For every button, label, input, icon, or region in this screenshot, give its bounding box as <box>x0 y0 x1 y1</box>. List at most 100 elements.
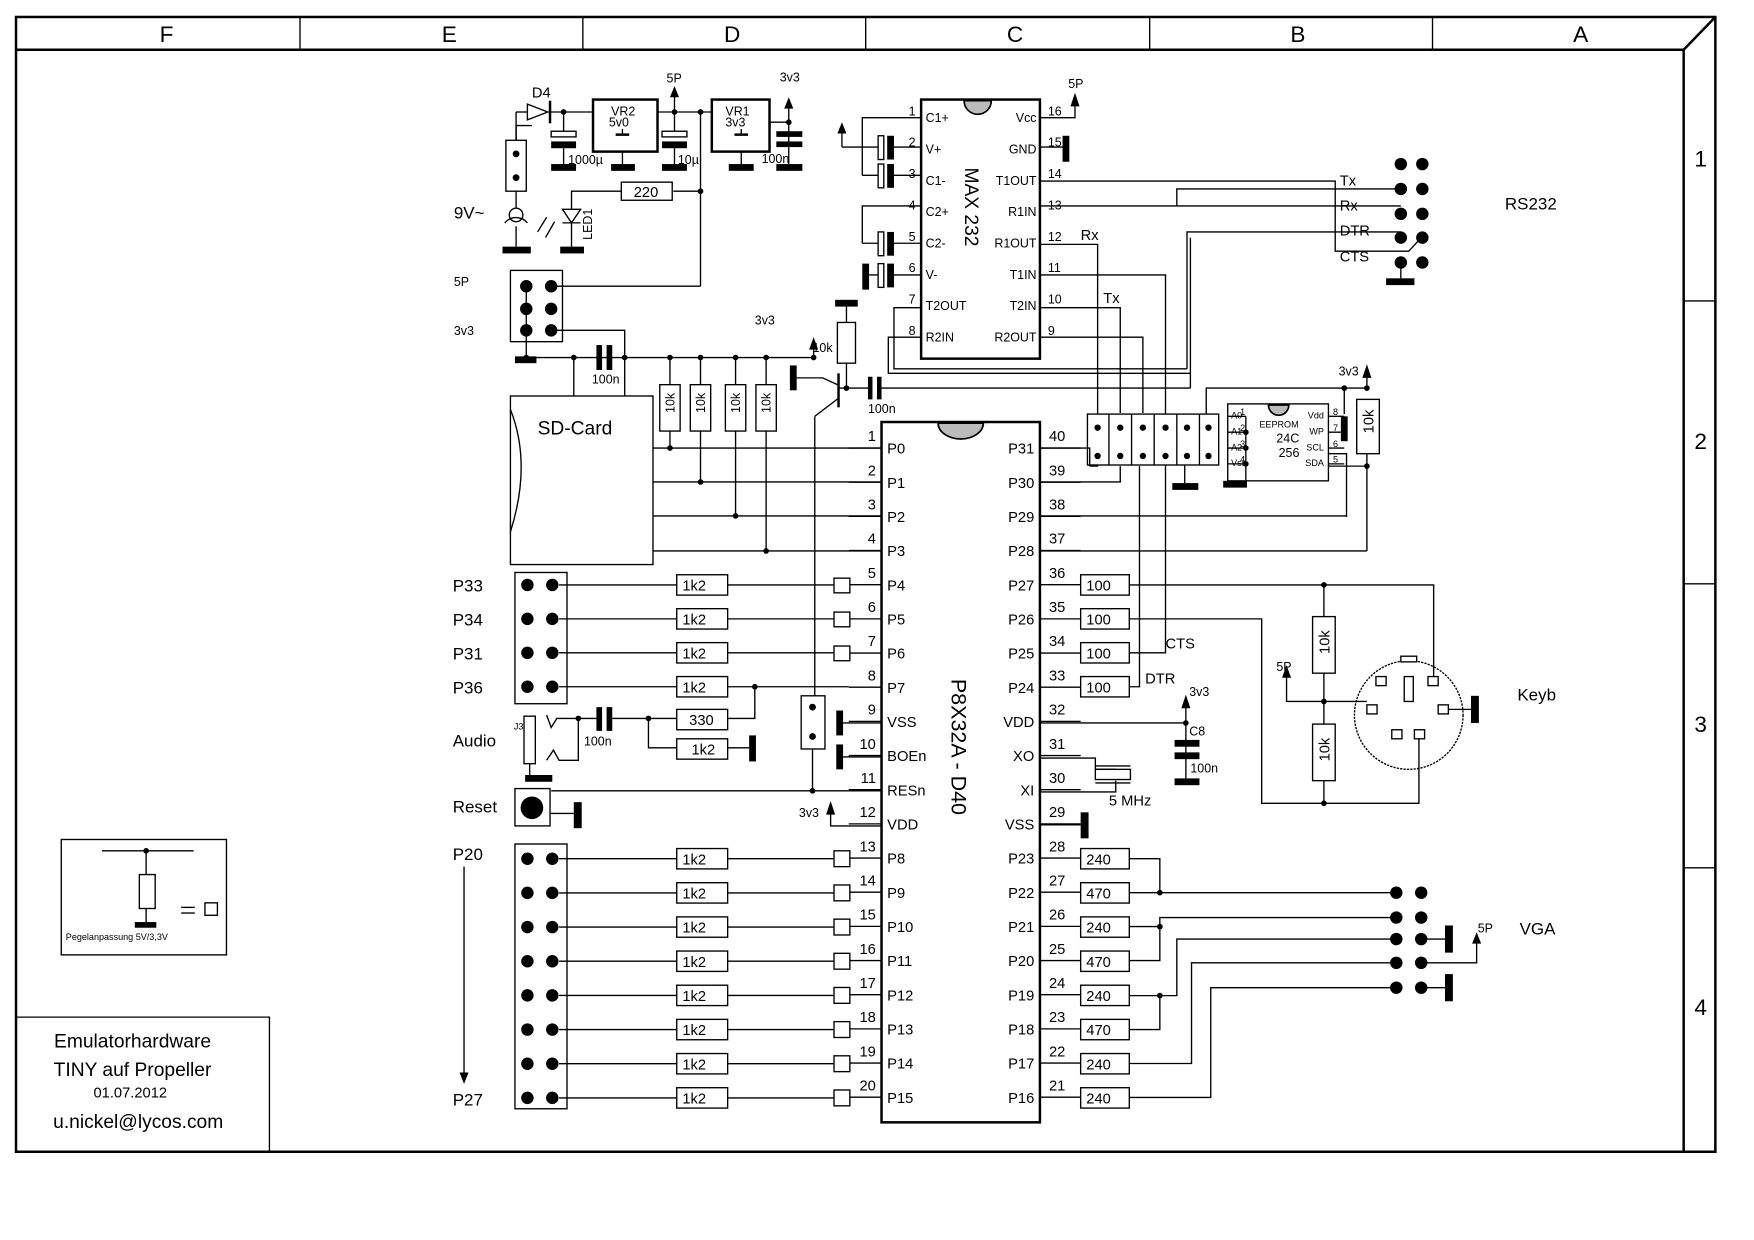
row-label: 1 <box>1694 146 1707 171</box>
ground-icon <box>789 365 797 391</box>
propeller-pin-number: 8 <box>868 668 876 684</box>
diode-icon <box>526 103 550 121</box>
max232-pin-number: 16 <box>1048 104 1062 118</box>
ground-icon <box>662 164 687 171</box>
net-rx-label: Rx <box>1081 228 1100 244</box>
header-pin <box>521 920 534 934</box>
jumper-pin <box>1139 452 1147 460</box>
chip-notch <box>1267 404 1290 416</box>
max232-pin-name: V+ <box>926 143 942 157</box>
keyboard-section: 10k 5P 10k Keyb <box>1129 582 1556 807</box>
propeller-pin-number: 16 <box>860 942 876 958</box>
propeller-pin-name: P7 <box>887 681 905 697</box>
ground-icon <box>560 246 584 254</box>
c8-value: 100n <box>1190 762 1218 776</box>
resistor-330 <box>676 708 729 731</box>
row-label: 2 <box>1694 429 1707 454</box>
rs232-pin <box>1394 207 1408 221</box>
eeprom-pin-number: 4 <box>1240 455 1245 465</box>
propeller-pin-number: 3 <box>868 498 876 514</box>
sd-pullup-label: 10k <box>694 392 708 413</box>
led-icon <box>561 208 582 225</box>
ground-icon <box>862 263 870 290</box>
propeller-pin-number: 19 <box>860 1044 876 1060</box>
vga-pin <box>1390 981 1403 994</box>
rail-arrow-icon <box>1070 92 1080 107</box>
ground-icon <box>502 246 531 254</box>
propeller-pin-number: 30 <box>1049 771 1065 787</box>
header-pin <box>546 1057 559 1070</box>
jumper-pin <box>1117 424 1124 431</box>
ground-icon <box>749 735 756 762</box>
sd-pullup-label: 10k <box>760 392 774 413</box>
header-pin <box>546 1023 559 1036</box>
header-pin <box>546 989 559 1002</box>
max232-pin-number: 12 <box>1048 230 1062 244</box>
ground-icon <box>1172 483 1199 490</box>
input-voltage-label: 9V~ <box>454 203 485 222</box>
vga-pin <box>1390 886 1403 899</box>
vga-pin <box>1414 886 1428 899</box>
resistor-value: 100 <box>1086 613 1111 629</box>
resistor-10k <box>836 321 857 364</box>
audio-jack-icon <box>523 715 536 765</box>
ground-icon <box>776 164 803 171</box>
resistor-value: 240 <box>1086 1057 1111 1073</box>
kb-r-top-label: 10k <box>1318 630 1334 654</box>
resistor-value: 1k2 <box>682 955 706 971</box>
rail-arrow-icon <box>826 801 836 815</box>
vr2-name: VR2 <box>611 104 635 118</box>
eeprom-pin-name: A1 <box>1231 426 1242 436</box>
vga-pin <box>1390 956 1403 970</box>
resistor-value: 1k2 <box>682 1023 706 1039</box>
port-from-label: P20 <box>453 845 483 864</box>
max232-pin-name: R1IN <box>1008 205 1036 219</box>
header-pin <box>546 1091 559 1105</box>
propeller-pin-number: 14 <box>860 873 876 889</box>
propeller-pin-name: P21 <box>1008 920 1034 936</box>
resistor-value: 1k2 <box>682 1057 706 1073</box>
propeller-pin-name: VSS <box>1005 818 1035 834</box>
corner-diagonal <box>1682 16 1717 51</box>
io-pin-label: P34 <box>453 611 483 630</box>
propeller-pin-number: 27 <box>1049 873 1065 889</box>
header-pin <box>521 852 534 865</box>
resistor-value: 1k2 <box>682 1092 706 1108</box>
diode-label: D4 <box>532 85 551 101</box>
legend-caption: Pegelanpassung 5V/3,3V <box>66 932 168 942</box>
propeller-pin-name: P27 <box>1008 578 1034 594</box>
jumper-pin <box>1162 424 1169 431</box>
vr2-value: 5v0 <box>609 116 629 130</box>
propeller-pin-number: 22 <box>1049 1044 1065 1060</box>
eeprom-pin-number: 2 <box>1240 423 1245 433</box>
title-date: 01.07.2012 <box>94 1085 168 1101</box>
resistor-10k <box>1356 398 1381 455</box>
propeller-pin-number: 26 <box>1049 908 1065 924</box>
resistor-value: 1k2 <box>682 852 706 868</box>
crystal-freq: 5 MHz <box>1109 794 1151 810</box>
rs232-connector: RS232 Tx Rx DTR CTS <box>887 157 1557 467</box>
title-block: Emulatorhardware TINY auf Propeller 01.0… <box>16 1016 271 1152</box>
propeller-body <box>880 420 1042 1124</box>
propeller-pin-name: P23 <box>1008 852 1034 868</box>
resistor-value: 240 <box>1086 989 1111 1005</box>
audio-label: Audio <box>453 732 496 751</box>
rs232-signal: CTS <box>1340 249 1370 265</box>
eeprom-pin-number: 3 <box>1240 439 1245 449</box>
legend-box: Pegelanpassung 5V/3,3V <box>60 838 228 956</box>
max232-pin-number: 3 <box>909 167 916 181</box>
eeprom-part-2: 256 <box>1279 446 1300 460</box>
dc-jack-icon <box>508 207 524 223</box>
propeller-pin-number: 34 <box>1049 634 1065 650</box>
propeller-pin-number: 18 <box>860 1010 876 1026</box>
max232-pin-name: Vcc <box>1016 111 1037 125</box>
level-shift-symbol <box>833 1020 851 1039</box>
propeller-pin-name: P22 <box>1008 886 1034 902</box>
propeller-pin-number: 35 <box>1049 600 1065 616</box>
propeller-pin-number: 33 <box>1049 668 1065 684</box>
max232-pin-number: 10 <box>1048 292 1062 306</box>
reset-label: Reset <box>453 797 498 816</box>
propeller-pin-number: 12 <box>860 805 876 821</box>
eeprom-pin-name: Vss <box>1231 458 1247 468</box>
